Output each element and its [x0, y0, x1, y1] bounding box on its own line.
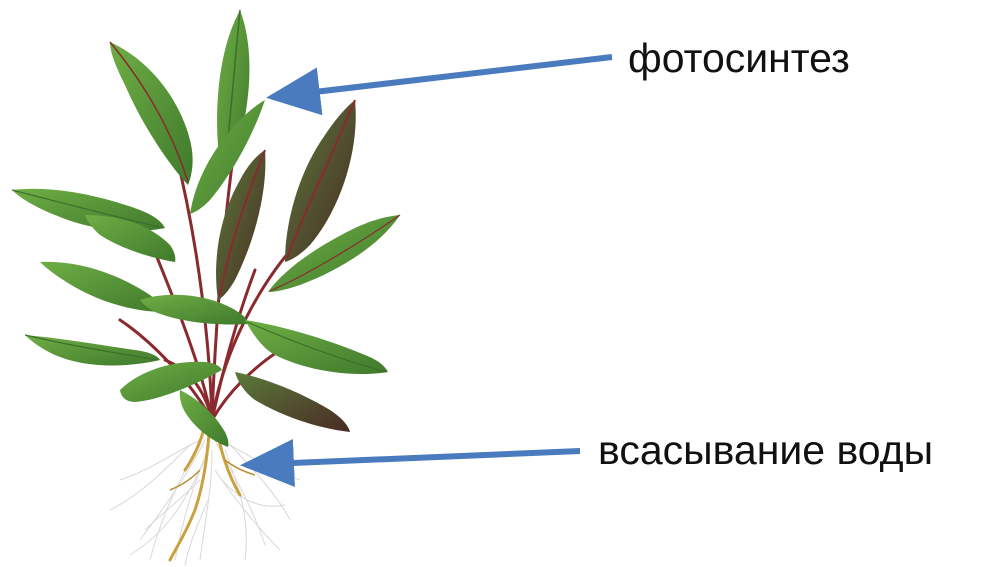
leaf [140, 295, 248, 325]
label-water-absorption: всасывание воды [598, 430, 933, 471]
leaves [12, 10, 400, 447]
arrow-photosynthesis [272, 57, 612, 97]
root-system [110, 420, 300, 565]
arrow-water-absorption [246, 451, 580, 465]
leaf [85, 215, 175, 262]
label-photosynthesis: фотосинтез [628, 38, 850, 79]
leaf [110, 42, 193, 185]
leaf [235, 372, 350, 432]
